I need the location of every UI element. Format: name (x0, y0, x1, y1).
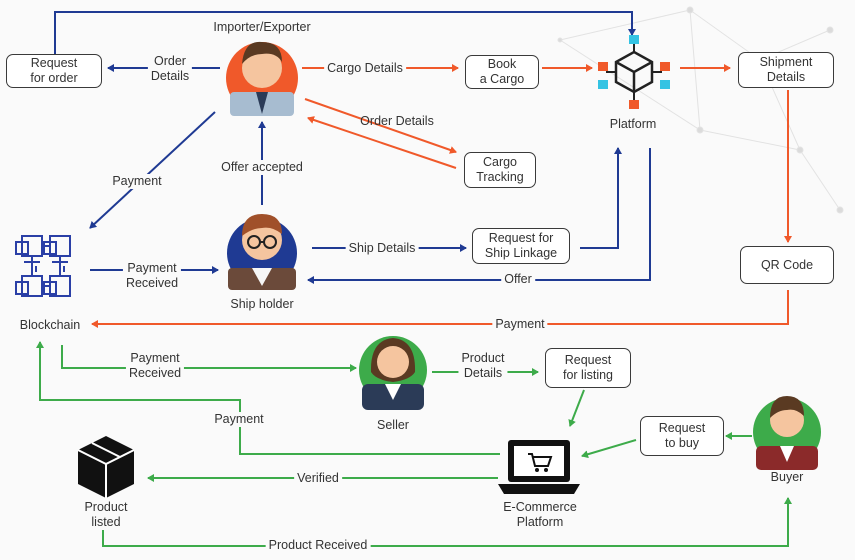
edge-order-to-tracking (304, 98, 457, 154)
edge-label-payment-bottom: Payment (211, 412, 267, 427)
shipment-details-box: Shipment Details (738, 52, 834, 88)
edge-label-verified: Verified (294, 471, 342, 486)
importer-label: Importer/Exporter (213, 20, 311, 34)
edge-payment-to-blockchain (89, 111, 216, 229)
edge-label-cargo-details: Cargo Details (324, 61, 406, 76)
blockchain-label: Blockchain (19, 318, 81, 332)
edge-label-payment-top: Payment (109, 174, 165, 189)
blockchain-icon (15, 235, 71, 297)
ship-holder-avatar-icon (227, 214, 297, 290)
request-to-buy-box: Request to buy (640, 416, 724, 456)
ecommerce-label: E-Commerce Platform (503, 500, 577, 529)
edge-offer (307, 148, 651, 284)
edge-label-offer: Offer (501, 272, 535, 287)
buyer-label: Buyer (770, 470, 804, 484)
importer-avatar-icon (226, 41, 298, 116)
edge-label-order-details: Order Details (147, 54, 193, 84)
product-box-icon (77, 436, 135, 498)
qr-code-box: QR Code (740, 246, 834, 284)
edge-label-product-received: Product Received (265, 538, 371, 553)
seller-label: Seller (377, 418, 409, 432)
edge-label-product-details: Product Details (458, 351, 508, 381)
orange-connectors (91, 64, 792, 328)
background-network (557, 6, 844, 214)
product-listed-label: Product listed (84, 500, 128, 529)
edge-product-received (102, 497, 792, 547)
edge-label-order-details-2: Order Details (360, 114, 434, 128)
cargo-tracking-box: Cargo Tracking (464, 152, 536, 188)
request-ship-linkage-box: Request for Ship Linkage (472, 228, 570, 264)
edge-linkage-to-platform (580, 147, 622, 249)
edge-request-to-platform (54, 11, 636, 54)
edge-label-payment-mid: Payment (492, 317, 548, 332)
edge-payment-received-seller (61, 345, 357, 372)
edge-payment-back (36, 341, 500, 455)
edge-label-payment-received-2: Payment Received (125, 351, 185, 381)
ship-holder-label: Ship holder (230, 297, 294, 311)
book-cargo-box: Book a Cargo (465, 55, 539, 89)
edge-tracking-to-importer (307, 116, 457, 169)
request-for-listing-box: Request for listing (545, 348, 631, 388)
edge-label-offer-accepted: Offer accepted (218, 160, 306, 175)
edge-listing-to-ecommerce (568, 389, 585, 427)
edge-buy-to-ecommerce (581, 439, 637, 459)
seller-avatar-icon (359, 336, 427, 410)
edge-label-payment-received: Payment Received (122, 261, 182, 291)
edge-label-ship-details: Ship Details (345, 241, 419, 256)
request-for-order-box: Request for order (6, 54, 102, 88)
ecommerce-laptop-icon (498, 440, 580, 494)
platform-cube-icon (598, 35, 670, 109)
buyer-avatar-icon (753, 396, 821, 470)
edge-payment-to-blockchain-2 (91, 290, 789, 328)
platform-label: Platform (609, 117, 657, 131)
